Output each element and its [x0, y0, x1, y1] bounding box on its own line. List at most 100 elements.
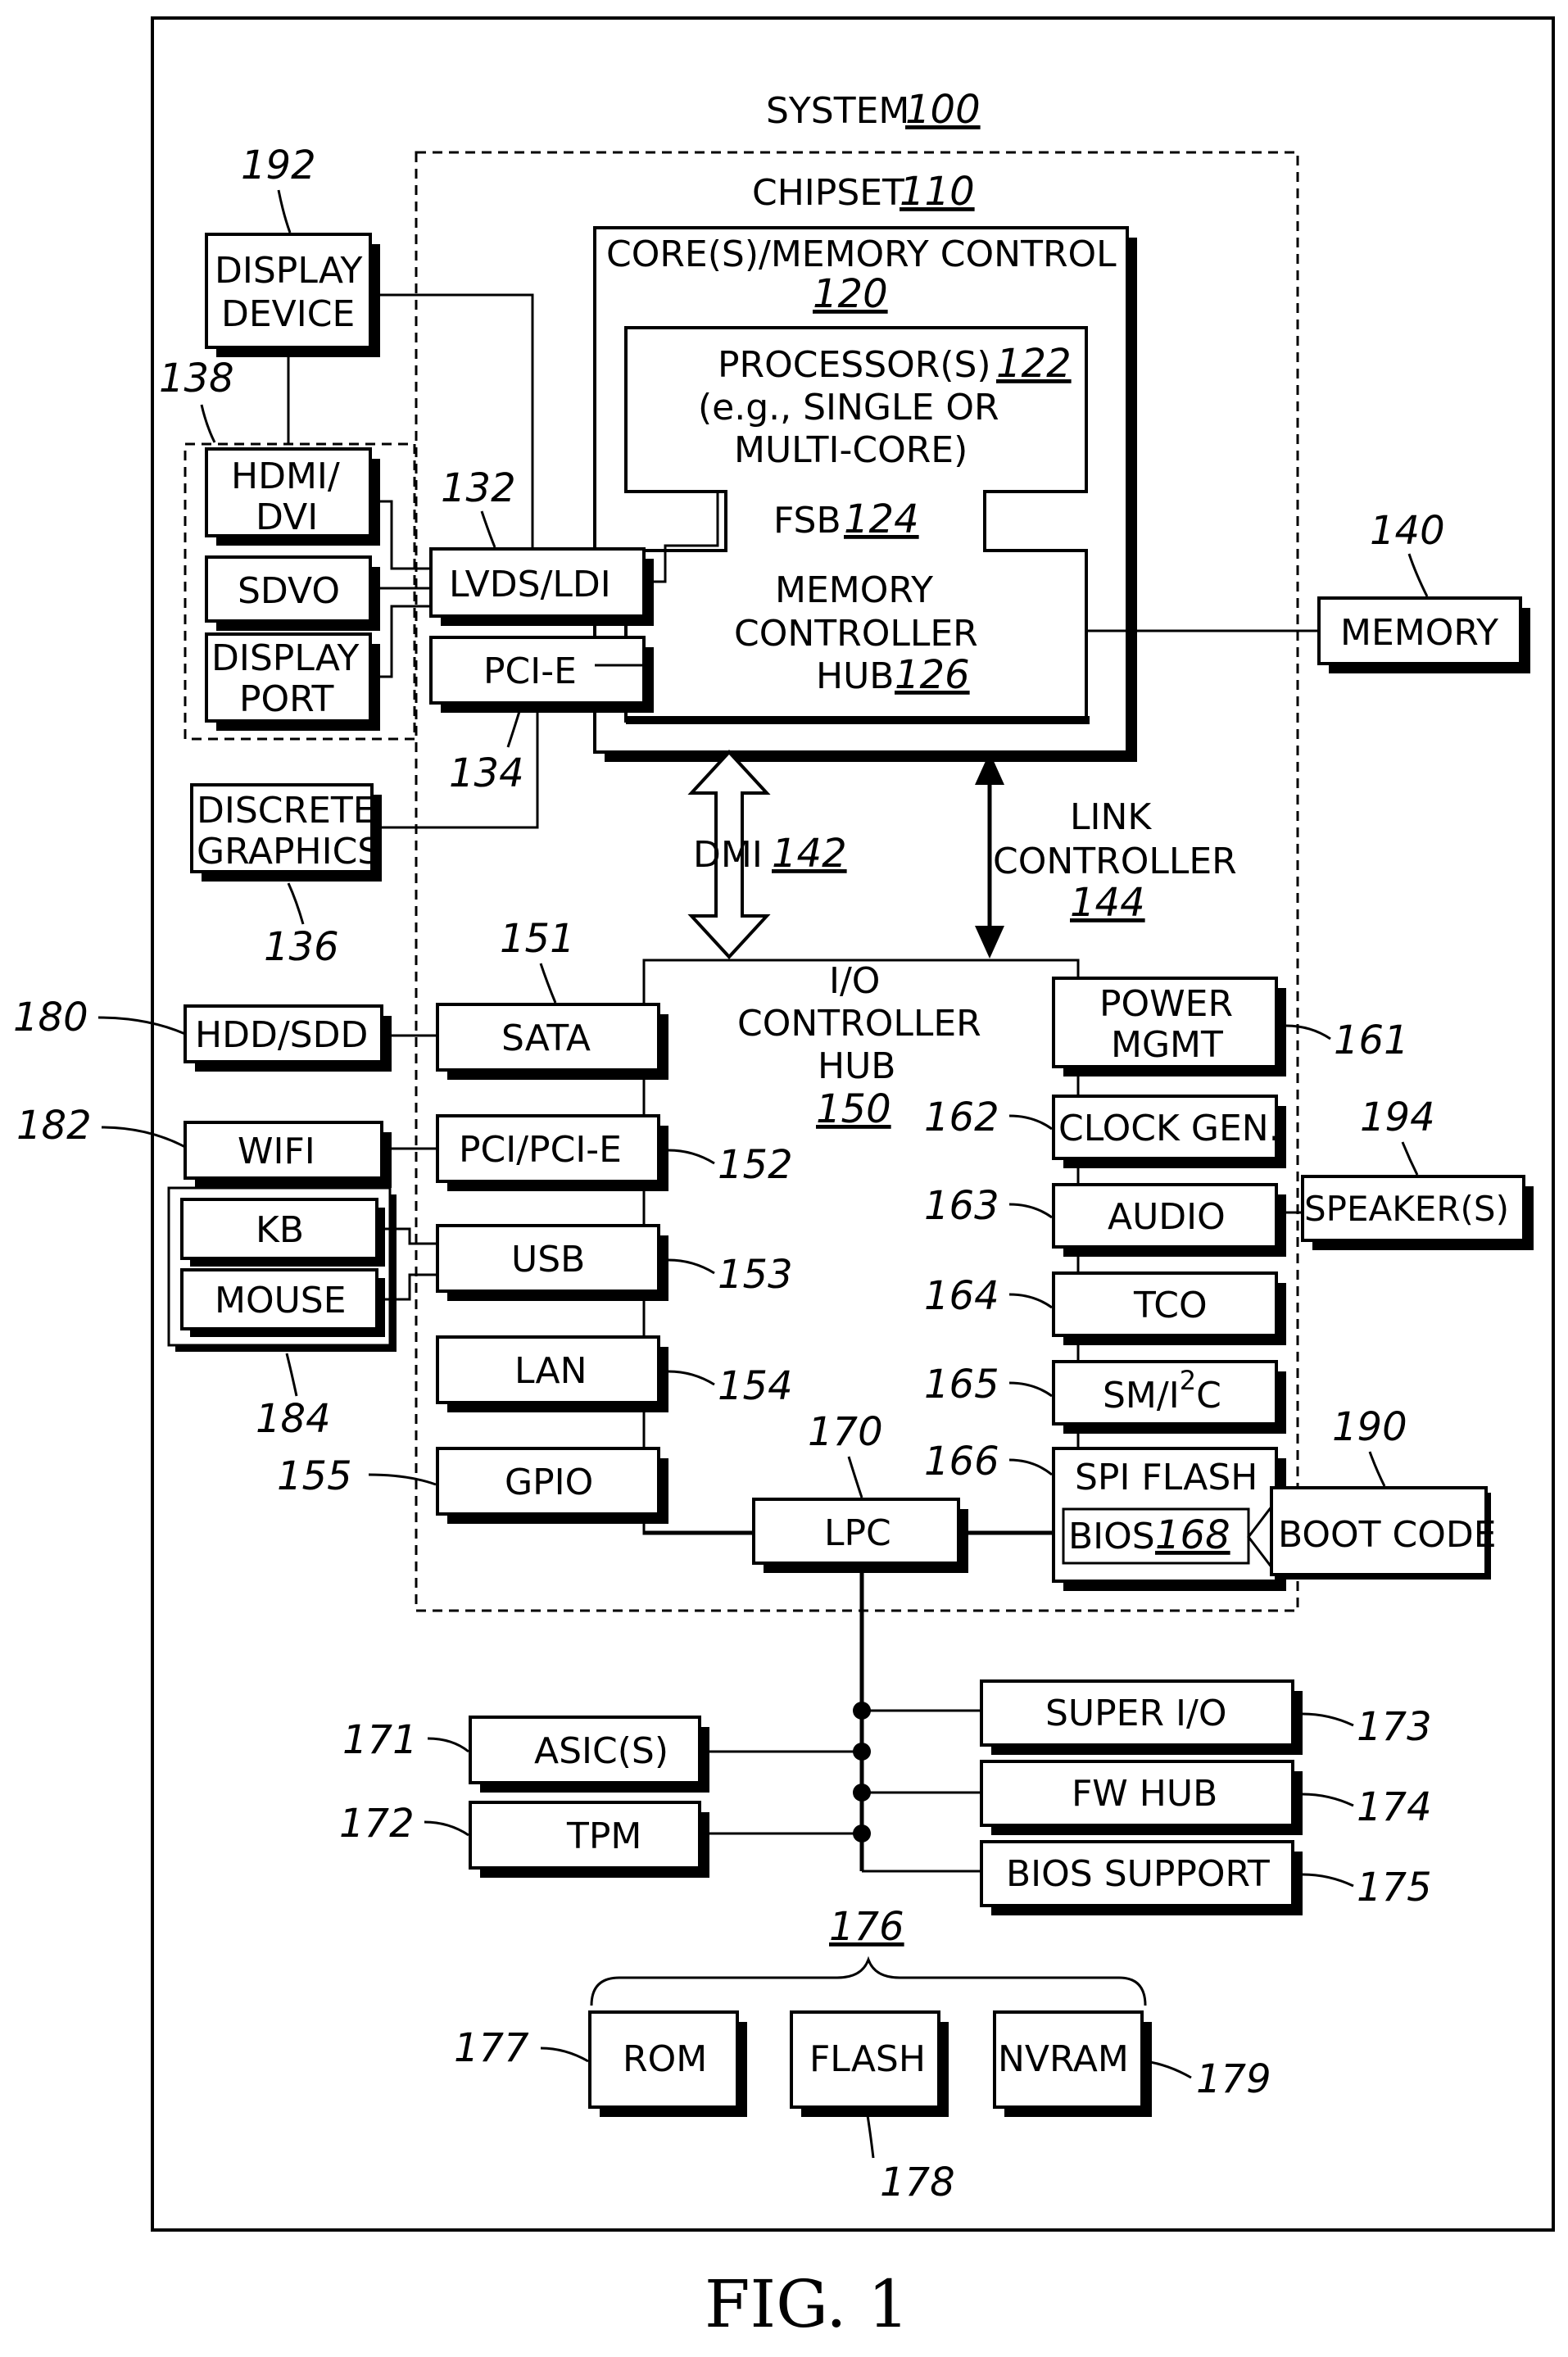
audio-ref: 163	[924, 1183, 999, 1229]
ich-line2: CONTROLLER	[737, 1003, 981, 1045]
processor-label: PROCESSOR(S)	[718, 344, 991, 386]
nvram-label: NVRAM	[998, 2038, 1129, 2080]
chipset-label: CHIPSET	[752, 172, 904, 214]
ich-line1: I/O	[829, 960, 880, 1002]
lvds-ref: 132	[441, 465, 516, 511]
audio-label: AUDIO	[1108, 1196, 1226, 1238]
asic-label: ASIC(S)	[534, 1730, 668, 1772]
rom-label: ROM	[623, 2038, 707, 2080]
smi2c-ref: 165	[924, 1362, 999, 1407]
display-device-line2: DEVICE	[221, 293, 355, 335]
discrete-ref: 136	[264, 924, 339, 970]
kb-label: KB	[256, 1209, 304, 1251]
fwhub-ref: 174	[1357, 1784, 1432, 1830]
display-ifaces-ref: 138	[159, 356, 234, 401]
spi-ref: 166	[924, 1439, 999, 1484]
wifi-ref: 182	[16, 1103, 92, 1149]
processor-line3: MULTI-CORE)	[734, 429, 968, 471]
core-label: CORE(S)/MEMORY CONTROL	[606, 233, 1117, 275]
dmi-label: DMI	[693, 834, 763, 876]
hdd-label: HDD/SDD	[195, 1014, 368, 1056]
pcie-top-label: PCI-E	[483, 650, 577, 692]
power-ref: 161	[1334, 1018, 1409, 1063]
nvram-ref: 179	[1196, 2056, 1271, 2102]
figure-label: FIG. 1	[705, 2266, 909, 2342]
link-line1: LINK	[1070, 796, 1152, 838]
superio-ref: 173	[1357, 1704, 1432, 1750]
flash-label: FLASH	[809, 2038, 926, 2080]
bios-label: BIOS	[1068, 1516, 1155, 1557]
dmi-ref: 142	[772, 831, 847, 877]
input-ref: 184	[256, 1396, 331, 1442]
gpio-label: GPIO	[505, 1462, 593, 1503]
boot-ref: 190	[1332, 1404, 1407, 1450]
mch-line3: HUB	[816, 655, 894, 697]
mch-shadow	[626, 716, 1090, 724]
memory-label: MEMORY	[1340, 612, 1498, 654]
superio-label: SUPER I/O	[1045, 1693, 1226, 1734]
link-line2: CONTROLLER	[993, 841, 1237, 882]
spi-label: SPI FLASH	[1075, 1457, 1258, 1498]
fsb-ref: 124	[844, 496, 919, 542]
display-device-ref: 192	[241, 143, 316, 188]
lpc-ref: 170	[808, 1409, 883, 1455]
mch-line2: CONTROLLER	[734, 613, 978, 655]
lan-ref: 154	[718, 1363, 793, 1409]
biossupport-label: BIOS SUPPORT	[1006, 1853, 1270, 1895]
pci-ref: 152	[718, 1142, 793, 1188]
mch-line1: MEMORY	[775, 569, 933, 611]
discrete-line1: DISCRETE	[197, 790, 376, 832]
bios-ref: 168	[1155, 1512, 1230, 1558]
lan-label: LAN	[514, 1350, 587, 1392]
core-ref: 120	[813, 271, 888, 317]
processor-line2: (e.g., SINGLE OR	[698, 387, 999, 428]
power-line2: MGMT	[1111, 1024, 1223, 1066]
boot-label: BOOT CODE	[1278, 1514, 1497, 1556]
smi2c-sup: 2	[1180, 1365, 1196, 1396]
storage-group-ref: 176	[829, 1904, 904, 1950]
hdd-ref: 180	[13, 995, 88, 1040]
usb-label: USB	[511, 1239, 585, 1280]
pcie-top-ref: 134	[449, 750, 524, 796]
fwhub-label: FW HUB	[1072, 1773, 1217, 1815]
chipset-ref: 110	[900, 169, 975, 215]
biossupport-ref: 175	[1357, 1865, 1432, 1911]
sata-label: SATA	[501, 1018, 591, 1059]
smi2c-pre: SM/I	[1103, 1375, 1180, 1416]
mch-ref: 126	[895, 652, 970, 698]
hdmi-line1: HDMI/	[231, 456, 340, 497]
dp-line1: DISPLAY	[211, 637, 360, 679]
power-line1: POWER	[1099, 983, 1233, 1025]
ich-ref: 150	[816, 1086, 891, 1132]
clock-label: CLOCK GEN.	[1058, 1108, 1280, 1149]
tpm-label: TPM	[566, 1815, 641, 1857]
gpio-ref: 155	[277, 1453, 352, 1499]
tco-label: TCO	[1133, 1285, 1208, 1326]
sata-ref: 151	[500, 916, 575, 962]
pci-label: PCI/PCI-E	[459, 1129, 622, 1171]
speaker-label: SPEAKER(S)	[1304, 1189, 1509, 1229]
lpc-label: LPC	[824, 1512, 891, 1554]
asic-ref: 171	[342, 1717, 418, 1763]
usb-ref: 153	[718, 1252, 793, 1298]
flash-ref: 178	[880, 2160, 955, 2205]
discrete-line2: GRAPHICS	[197, 831, 380, 873]
processor-ref: 122	[996, 341, 1072, 387]
dp-line2: PORT	[239, 678, 334, 720]
mouse-label: MOUSE	[215, 1280, 347, 1321]
tco-ref: 164	[924, 1273, 999, 1319]
display-device-line1: DISPLAY	[215, 250, 363, 292]
lvds-label: LVDS/LDI	[449, 564, 611, 605]
system-ref: 100	[905, 87, 981, 133]
ich-line3: HUB	[818, 1045, 895, 1087]
clock-ref: 162	[924, 1095, 999, 1140]
link-ref: 144	[1070, 880, 1145, 926]
sdvo-label: SDVO	[238, 570, 340, 612]
wifi-label: WIFI	[238, 1131, 315, 1172]
hdmi-line2: DVI	[256, 496, 318, 538]
memory-ref: 140	[1370, 508, 1445, 554]
speaker-ref: 194	[1360, 1095, 1435, 1140]
rom-ref: 177	[454, 2025, 529, 2071]
